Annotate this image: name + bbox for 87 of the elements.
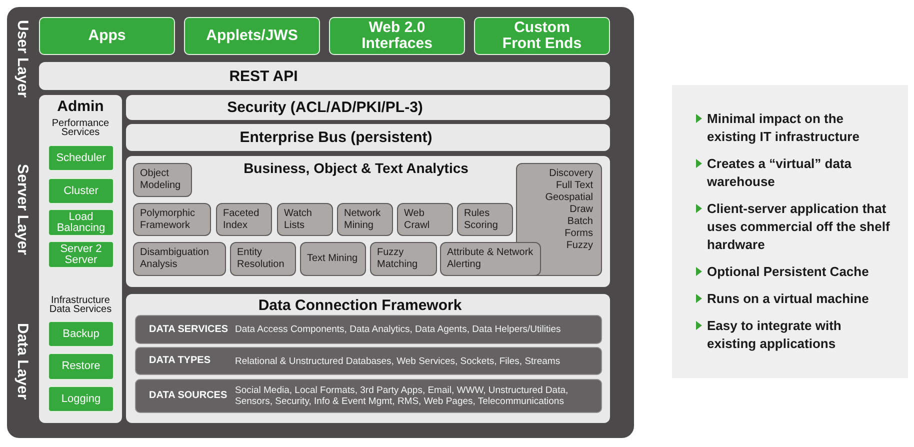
band-title: Security (ACL/AD/PKI/PL-3) [227, 99, 423, 116]
module-box [133, 242, 226, 276]
module-box [370, 242, 437, 276]
row-description: Data Access Components, Data Analytics, Data Agents, Data Helpers/Utilities [235, 324, 562, 335]
module-box [337, 203, 393, 236]
layer-label: Server Layer [14, 164, 31, 255]
module-box [133, 163, 192, 197]
architecture-frame [7, 7, 634, 438]
module-box [457, 203, 513, 236]
bullet-text: Client-server application that uses commercial off the shelf hardware [707, 200, 890, 254]
module-box [440, 242, 541, 276]
tile-label: Server 2 Server [59, 244, 103, 266]
module-label: Attribute & Network Alerting [447, 247, 534, 271]
layer-band [39, 62, 610, 90]
tile-label: Logging [61, 394, 101, 404]
section-label: Infrastructure Data Services [48, 296, 113, 314]
feature-item: Full Text [556, 180, 593, 192]
module-label: Disambiguation Analysis [140, 247, 210, 271]
feature-item: Geospatial [545, 192, 593, 204]
layer-band [126, 95, 610, 120]
module-label: Faceted Index [223, 208, 260, 232]
tile-label: Restore [62, 361, 100, 372]
bullet-text: Minimal impact on the existing IT infrastructure [707, 110, 860, 146]
tile-label: Load Balancing [56, 212, 106, 234]
module-label: Web Crawl [404, 208, 431, 232]
data-row [135, 379, 602, 413]
bullet-text: Easy to integrate with existing applications [707, 317, 842, 353]
bullet-text: Optional Persistent Cache [707, 263, 869, 281]
band-title: Enterprise Bus (persistent) [240, 129, 432, 146]
row-label: DATA SERVICES [149, 324, 230, 336]
module-box [230, 242, 296, 276]
interface-tile [39, 17, 175, 55]
service-tile [48, 241, 114, 268]
bullet-text: Creates a “virtual” data warehouse [707, 155, 853, 191]
feature-item: Draw [570, 204, 593, 216]
section-label: Performance Services [50, 119, 110, 137]
module-box [277, 203, 333, 236]
admin-panel [39, 95, 122, 423]
service-tile [48, 386, 114, 412]
module-box [397, 203, 453, 236]
row-description: Social Media, Local Formats, 3rd Party Apps, Email, WWW, Unstructured Data, Sensors, Security, Info & Event Mgmt, RMS, Web Pages, Telecommunications [235, 385, 570, 407]
service-tile [48, 178, 114, 204]
interface-tile [474, 17, 610, 55]
service-tile [48, 353, 114, 380]
module-label: Polymorphic Framework [140, 208, 196, 232]
layer-band [126, 124, 610, 151]
module-box [216, 203, 272, 236]
tile-label: Cluster [64, 186, 98, 196]
tile-label: Scheduler [56, 152, 106, 164]
feature-panel [672, 85, 908, 378]
tile-label: Apps [88, 28, 126, 44]
module-label: Entity Resolution [237, 247, 286, 271]
group-panel [126, 294, 610, 423]
service-tile [48, 321, 114, 347]
service-tile [48, 209, 114, 236]
module-label: Watch Lists [284, 208, 313, 232]
interface-tile [329, 17, 465, 55]
tile-label: Web 2.0 Interfaces [360, 20, 434, 52]
module-label: Text Mining [307, 253, 358, 265]
data-row [135, 315, 602, 344]
interface-tile [184, 17, 320, 55]
layer-label: Data Layer [14, 323, 31, 400]
feature-item: Forms [564, 228, 593, 240]
module-label: Fuzzy Matching [377, 247, 419, 271]
feature-item: Batch [567, 216, 593, 228]
module-label: Rules Scoring [464, 208, 499, 232]
row-description: Relational & Unstructured Databases, Web Services, Sockets, Files, Streams [235, 356, 562, 366]
feature-item: Discovery [549, 168, 593, 180]
module-label: Network Mining [344, 208, 382, 232]
module-box [133, 203, 211, 236]
tile-label: Applets/JWS [206, 28, 298, 44]
tile-label: Backup [62, 328, 100, 340]
panel-title: Admin [56, 98, 105, 116]
module-label: Object Modeling [140, 168, 182, 192]
panel-title: Business, Object & Text Analytics [242, 159, 470, 177]
bullet-text: Runs on a virtual machine [707, 290, 869, 308]
service-tile [48, 145, 114, 171]
row-label: DATA TYPES [149, 355, 212, 367]
row-label: DATA SOURCES [149, 390, 228, 402]
layer-label: User Layer [14, 20, 31, 98]
data-row [135, 347, 602, 375]
module-box [300, 242, 366, 276]
panel-title: Data Connection Framework [257, 297, 463, 315]
feature-item: Fuzzy [566, 240, 593, 252]
band-title: REST API [229, 68, 298, 84]
tile-label: Custom Front Ends [501, 20, 583, 52]
group-panel [126, 156, 610, 287]
